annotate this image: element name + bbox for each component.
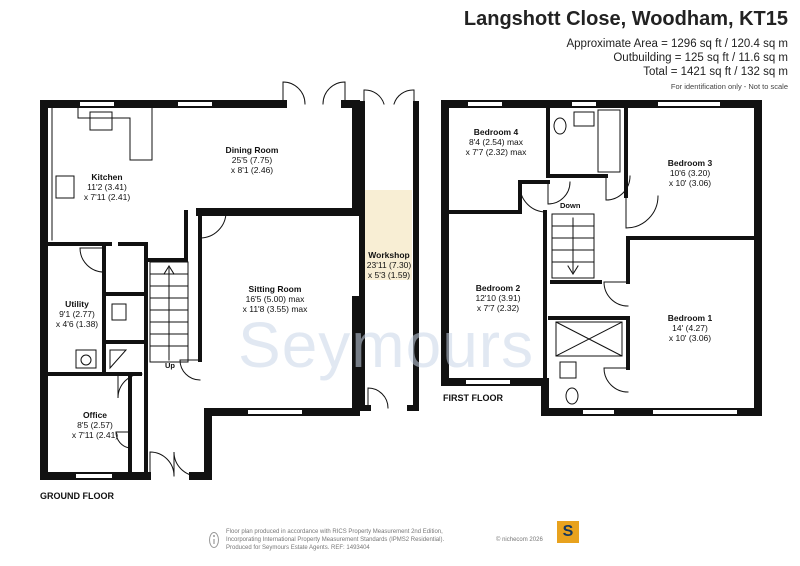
workshop-side-door (367, 387, 389, 409)
ensuite-basin (559, 361, 577, 379)
shower (555, 321, 623, 357)
kitchen-sink (89, 111, 113, 131)
utility-door (79, 247, 105, 273)
up-label: Up (165, 361, 175, 370)
workshop-label: Workshop 23'11 (7.30) x 5'3 (1.59) (366, 250, 412, 280)
sitting-room-label: Sitting Room 16'5 (5.00) max x 11'8 (3.5… (242, 284, 308, 314)
bed1-door (603, 281, 629, 307)
office-inner-door (115, 431, 131, 449)
watermark-text: Seymours (238, 309, 535, 381)
wc-fixtures (109, 303, 128, 370)
front-door (149, 451, 199, 477)
dining-room-label: Dining Room 25'5 (7.75) x 8'1 (2.46) (225, 145, 279, 175)
ensuite-door (603, 367, 629, 393)
seymours-badge: S (557, 521, 579, 543)
dining-door (199, 211, 227, 239)
footer-copyright: © nichecom 2026 (496, 537, 543, 543)
ground-floor-label: GROUND FLOOR (40, 491, 114, 501)
utility-tub (80, 354, 92, 366)
ground-stairs (149, 261, 189, 363)
bathroom-basin (573, 111, 595, 127)
bedroom-4-label: Bedroom 4 8'4 (2.54) max x 7'7 (2.32) ma… (465, 127, 527, 157)
footer-text: Floor plan produced in accordance with R… (209, 528, 543, 553)
wc-walls (102, 292, 148, 344)
bedroom-2-label: Bedroom 2 12'10 (3.91) x 7'7 (2.32) (475, 283, 521, 313)
first-stairs (551, 213, 595, 279)
utility-label: Utility 9'1 (2.77) x 4'6 (1.38) (55, 299, 99, 329)
outbuilding-area: Outbuilding = 125 sq ft / 11.6 sq m (613, 52, 788, 64)
ensuite-toilet (565, 387, 579, 405)
footer-line-1: Floor plan produced in accordance with R… (226, 529, 443, 535)
bathroom-door (605, 175, 631, 201)
hob (55, 175, 75, 199)
bath (597, 109, 621, 173)
watermark-logo (362, 190, 412, 280)
bedroom-3-label: Bedroom 3 10'6 (3.20) x 10' (3.06) (667, 158, 713, 188)
bed4-bottom-wall (443, 180, 550, 214)
total-area: Total = 1421 sq ft / 132 sq m (643, 66, 788, 78)
bed4-door (547, 181, 571, 205)
office-label: Office 8'5 (2.57) x 7'11 (2.41) (71, 410, 119, 440)
property-title: Langshott Close, Woodham, KT15 (463, 8, 788, 30)
scale-note: For identification only - Not to scale (670, 82, 788, 91)
sitting-door (179, 359, 201, 381)
footer-line-3: Produced for Seymours Estate Agents. REF… (226, 545, 370, 552)
kitchen-label: Kitchen 11'2 (3.41) x 7'11 (2.41) (83, 172, 131, 202)
patio-doors (282, 81, 346, 105)
ensuite-wall (548, 316, 630, 370)
first-floor-label: FIRST FLOOR (443, 393, 503, 403)
footer-line-2: Incorporating International Property Mea… (226, 537, 445, 544)
approx-area: Approximate Area = 1296 sq ft / 120.4 sq… (566, 38, 788, 50)
bed2-door (519, 185, 547, 213)
ground-floor-outline (40, 100, 360, 480)
office-door (117, 373, 143, 399)
shower-cross (555, 321, 623, 357)
bed3-door (625, 195, 659, 229)
down-label: Down (560, 201, 581, 210)
info-icon (209, 532, 219, 548)
kitchen-counter (51, 107, 153, 241)
landing-wall (550, 236, 630, 284)
kitchen-lower-wall (118, 210, 188, 262)
bathroom-toilet (553, 117, 567, 135)
utility-sink (75, 349, 97, 369)
workshop-outline (359, 101, 419, 411)
bedroom-1-label: Bedroom 1 14' (4.27) x 10' (3.06) (667, 313, 713, 343)
workshop-doors (363, 89, 415, 105)
